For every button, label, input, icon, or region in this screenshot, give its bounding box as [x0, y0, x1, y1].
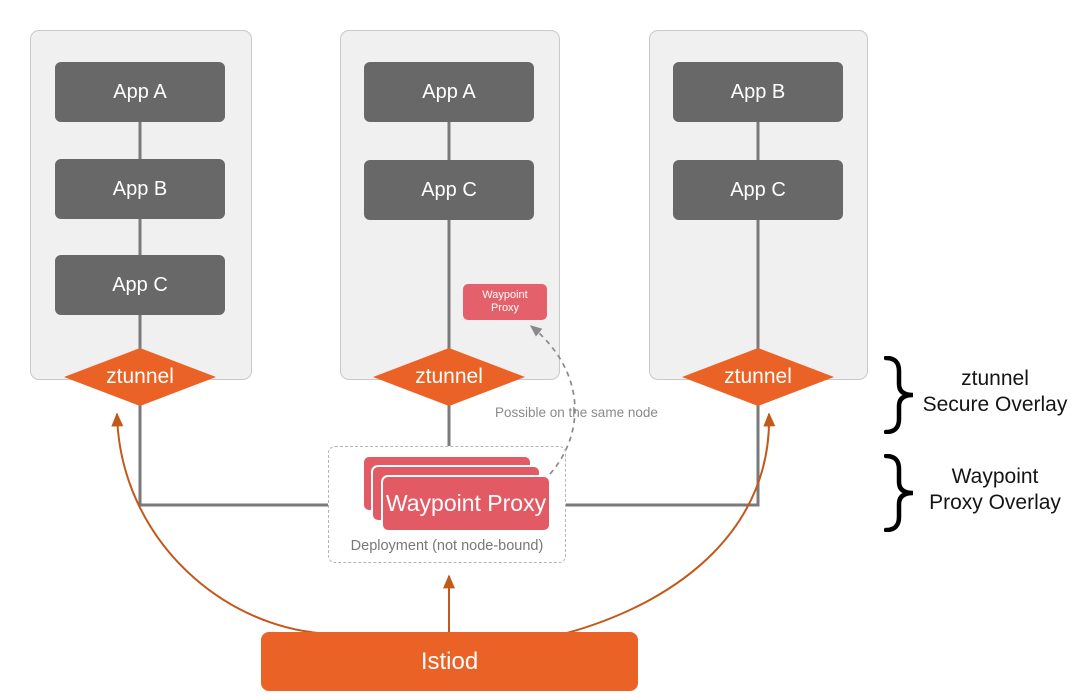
node2-waypoint-pod: Waypoint Proxy [463, 284, 547, 320]
node3-spine-line [566, 95, 760, 507]
waypoint-deployment-box [328, 446, 566, 563]
legend-waypoint-line1: Waypoint [951, 465, 1039, 488]
node3-app-c: App C [673, 160, 843, 220]
legend-waypoint-overlay: Waypoint Proxy Overlay [910, 464, 1080, 516]
node1-app-b: App B [55, 159, 225, 219]
node1-app-a: App A [55, 62, 225, 122]
node1-spine-line [138, 95, 328, 507]
istiod-box: Istiod [261, 632, 638, 691]
same-node-note: Possible on the same node [495, 405, 658, 420]
node2-app-a: App A [364, 62, 534, 122]
node2-app-c: App C [364, 160, 534, 220]
legend-ztunnel-overlay: ztunnel Secure Overlay [910, 366, 1080, 418]
istiod-to-ztunnel3-arrow [566, 412, 776, 634]
curly-brace-icon [884, 356, 914, 434]
legend-ztunnel-line2: Secure Overlay [922, 393, 1068, 416]
node1-app-c: App C [55, 255, 225, 315]
waypoint-card-front: Waypoint Proxy [381, 475, 551, 532]
legend-waypoint-line2: Proxy Overlay [929, 491, 1061, 514]
curly-brace-icon [884, 454, 914, 532]
same-node-dashed-arrow [529, 325, 576, 475]
legend-ztunnel-line1: ztunnel [961, 367, 1029, 390]
node3-app-b: App B [673, 62, 843, 122]
deployment-caption: Deployment (not node-bound) [350, 538, 544, 554]
istiod-to-ztunnel1-arrow [111, 412, 357, 635]
